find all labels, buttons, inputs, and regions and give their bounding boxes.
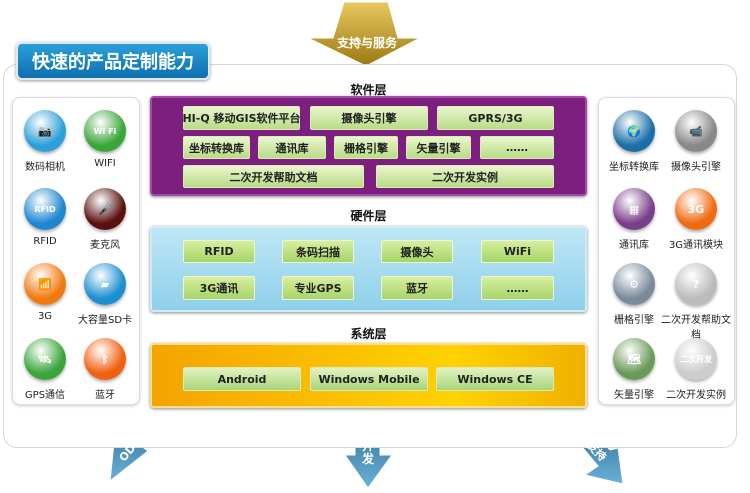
software-item: 二次开发实例 xyxy=(376,165,554,188)
hardware-item: …… xyxy=(481,276,554,300)
hardware-item: RFID xyxy=(183,240,255,263)
hardware-layer-label: 硬件层 xyxy=(350,209,387,223)
left-icon-label: 3G xyxy=(37,311,53,322)
left-icon: ▰ xyxy=(84,263,126,305)
software-item: 矢量引擎 xyxy=(406,136,471,159)
left-icon-label: 大容量SD卡 xyxy=(77,315,133,326)
left-icon: ᛒ xyxy=(84,338,126,380)
left-icon-label: 麦克风 xyxy=(90,240,120,251)
software-item: 通讯库 xyxy=(258,136,326,159)
software-item: …… xyxy=(480,136,554,159)
right-icon: 📹 xyxy=(675,110,717,152)
right-icon: ? xyxy=(675,263,717,305)
left-icon: RFID xyxy=(24,188,66,230)
right-icon-label: 3G通讯模块 xyxy=(668,240,724,251)
hardware-item: 专业GPS xyxy=(282,276,354,300)
right-icon: 3G xyxy=(675,188,717,230)
left-icon: 📶 xyxy=(24,263,66,305)
support-service-label: 支持与服务 xyxy=(336,36,397,50)
right-icon-label: 通讯库 xyxy=(619,240,649,251)
system-layer: Android Windows Mobile Windows CE xyxy=(150,343,587,408)
right-icon: 🌍 xyxy=(613,110,655,152)
page-title: 快速的产品定制能力 xyxy=(16,42,210,80)
right-icon-label: 二次开发实例 xyxy=(666,390,726,401)
hardware-item: 3G通讯 xyxy=(183,276,255,300)
software-item: GPRS/3G xyxy=(437,106,554,130)
left-icon-label: 数码相机 xyxy=(25,162,65,173)
left-icon-label: 蓝牙 xyxy=(95,390,115,401)
system-item: Windows Mobile xyxy=(310,367,428,391)
system-layer-label: 系统层 xyxy=(350,327,387,341)
right-icon: ⚙ xyxy=(613,263,655,305)
left-icon-label: GPS通信 xyxy=(24,390,66,401)
left-icon: 🛰 xyxy=(24,338,66,380)
right-icon: 🗺 xyxy=(613,338,655,380)
support-arrow xyxy=(307,1,421,67)
software-item: 坐标转换库 xyxy=(183,136,250,159)
right-icon-label: 矢量引擎 xyxy=(614,390,654,401)
right-icon: 二次开发 xyxy=(675,338,717,380)
left-icon: 🎤 xyxy=(84,188,126,230)
software-item: HI-Q 移动GIS软件平台 xyxy=(182,106,301,130)
hardware-item: 条码扫描 xyxy=(282,240,354,263)
software-item: 栅格引擎 xyxy=(334,136,398,159)
system-item: Android xyxy=(183,367,301,391)
software-layer-label: 软件层 xyxy=(350,83,387,97)
left-icon-label: RFID xyxy=(33,236,57,247)
right-icon: ▦ xyxy=(613,188,655,230)
system-item: Windows CE xyxy=(436,367,554,391)
hardware-item: 摄像头 xyxy=(381,240,453,263)
coop-label: 合作开发 xyxy=(361,413,374,466)
left-icon: Wi Fi xyxy=(84,110,126,152)
hardware-item: WiFi xyxy=(481,240,554,263)
right-icon-label: 摄像头引擎 xyxy=(671,162,721,173)
right-icon-label: 坐标转换库 xyxy=(609,162,659,173)
software-item: 摄像头引擎 xyxy=(310,106,428,130)
left-icon: 📷 xyxy=(24,110,66,152)
right-icon-label: 二次开发帮助文档 xyxy=(661,315,731,341)
hardware-item: 蓝牙 xyxy=(381,276,453,300)
software-layer: HI-Q 移动GIS软件平台 摄像头引擎 GPRS/3G 坐标转换库 通讯库 栅… xyxy=(150,96,587,196)
software-item: 二次开发帮助文档 xyxy=(183,165,364,188)
left-icon-label: WIFI xyxy=(94,158,116,169)
right-icon-label: 栅格引擎 xyxy=(614,315,654,326)
hardware-layer: RFID 条码扫描 摄像头 WiFi 3G通讯 专业GPS 蓝牙 …… xyxy=(150,226,587,312)
